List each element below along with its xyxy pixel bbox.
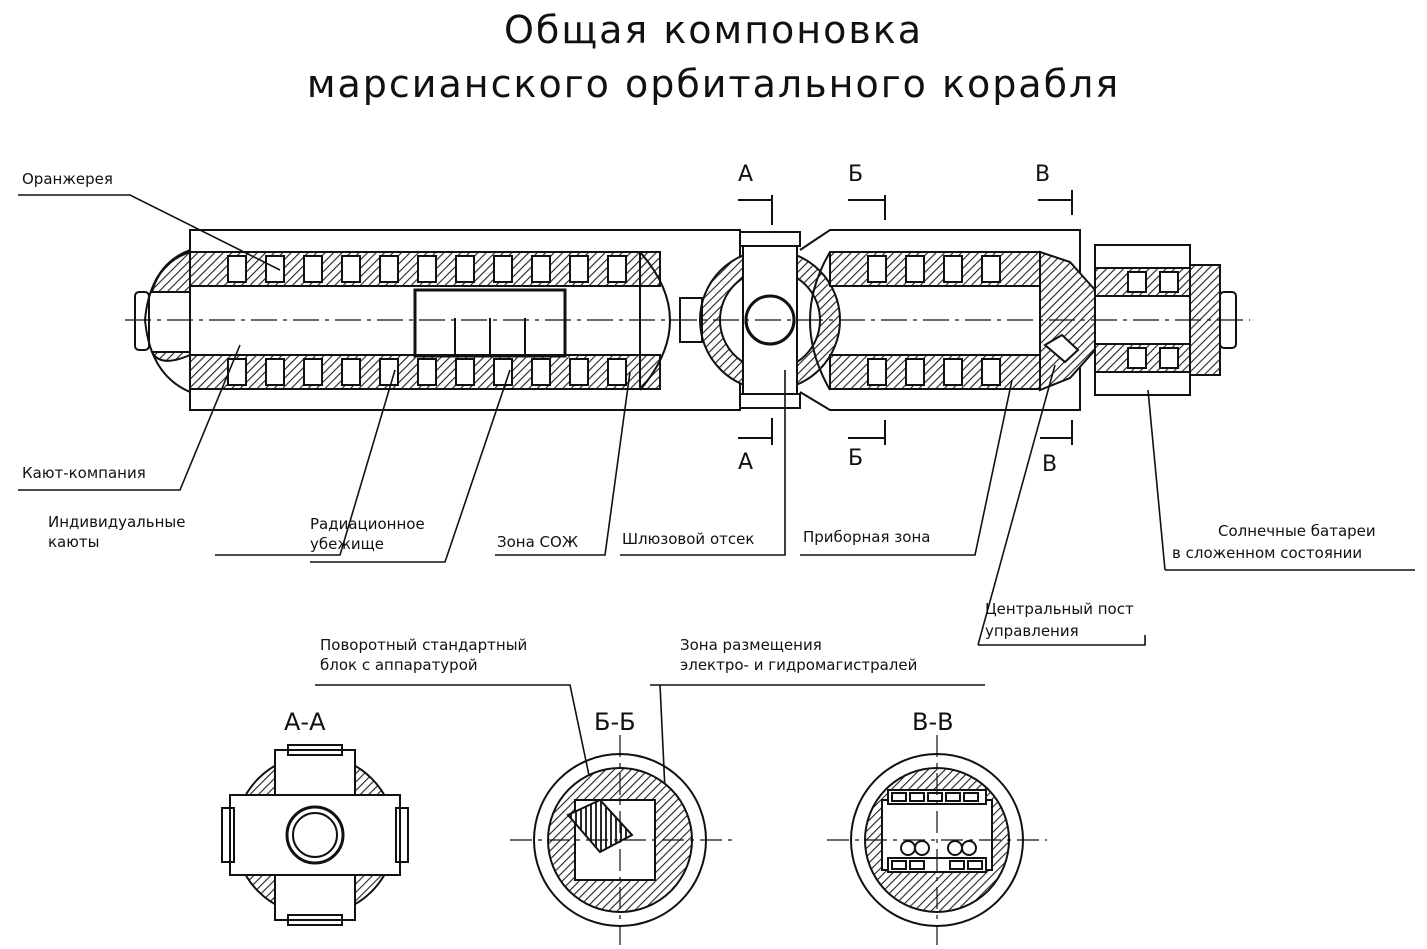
label-rotary-block-line2: блок с аппаратурой: [320, 656, 478, 674]
section-vv: [827, 735, 1047, 945]
section-title-aa: А-А: [284, 708, 326, 736]
label-life-support-zone: Зона СОЖ: [497, 533, 578, 551]
label-mains-zone-line2: электро- и гидромагистралей: [680, 656, 918, 674]
label-instrument-zone: Приборная зона: [803, 528, 931, 546]
section-bb: [510, 735, 735, 945]
section-marks: [738, 190, 1073, 445]
section-mark-b-top: Б: [848, 162, 864, 187]
section-mark-v-top: В: [1035, 162, 1051, 187]
label-individual-cabins-line2: каюты: [48, 533, 100, 551]
label-radiation-shelter-line1: Радиационное: [310, 515, 425, 533]
section-mark-b-bottom: Б: [848, 446, 864, 471]
label-cabin-company: Кают-компания: [22, 464, 146, 482]
habitation-module: [134, 229, 741, 411]
label-radiation-shelter-line2: убежище: [310, 535, 384, 553]
label-greenhouse: Оранжерея: [22, 170, 113, 188]
diagram-title-line1: Общая компоновка: [503, 8, 924, 52]
label-airlock: Шлюзовой отсек: [622, 530, 755, 548]
label-solar-panels-line1: Солнечные батареи: [1218, 522, 1376, 540]
diagram-title-line2: марсианского орбитального корабля: [306, 62, 1121, 106]
instrument-module: [799, 229, 1096, 411]
section-mark-a-top: А: [738, 162, 754, 187]
label-individual-cabins-line1: Индивидуальные: [48, 513, 186, 531]
label-mains-zone-line1: Зона размещения: [680, 636, 822, 654]
label-central-post-line1: Центральный пост: [985, 600, 1134, 618]
leader-lines: [18, 194, 1415, 791]
section-aa: [221, 744, 409, 926]
label-central-post-line2: управления: [985, 622, 1079, 640]
section-mark-v-bottom: В: [1042, 452, 1058, 477]
section-title-vv: В-В: [912, 708, 954, 736]
section-mark-a-bottom: А: [738, 450, 754, 475]
solar-panel-module: [1094, 244, 1237, 396]
label-solar-panels-line2: в сложенном состоянии: [1172, 544, 1363, 562]
label-rotary-block-line1: Поворотный стандартный: [320, 636, 528, 654]
section-title-bb: Б-Б: [594, 708, 636, 736]
